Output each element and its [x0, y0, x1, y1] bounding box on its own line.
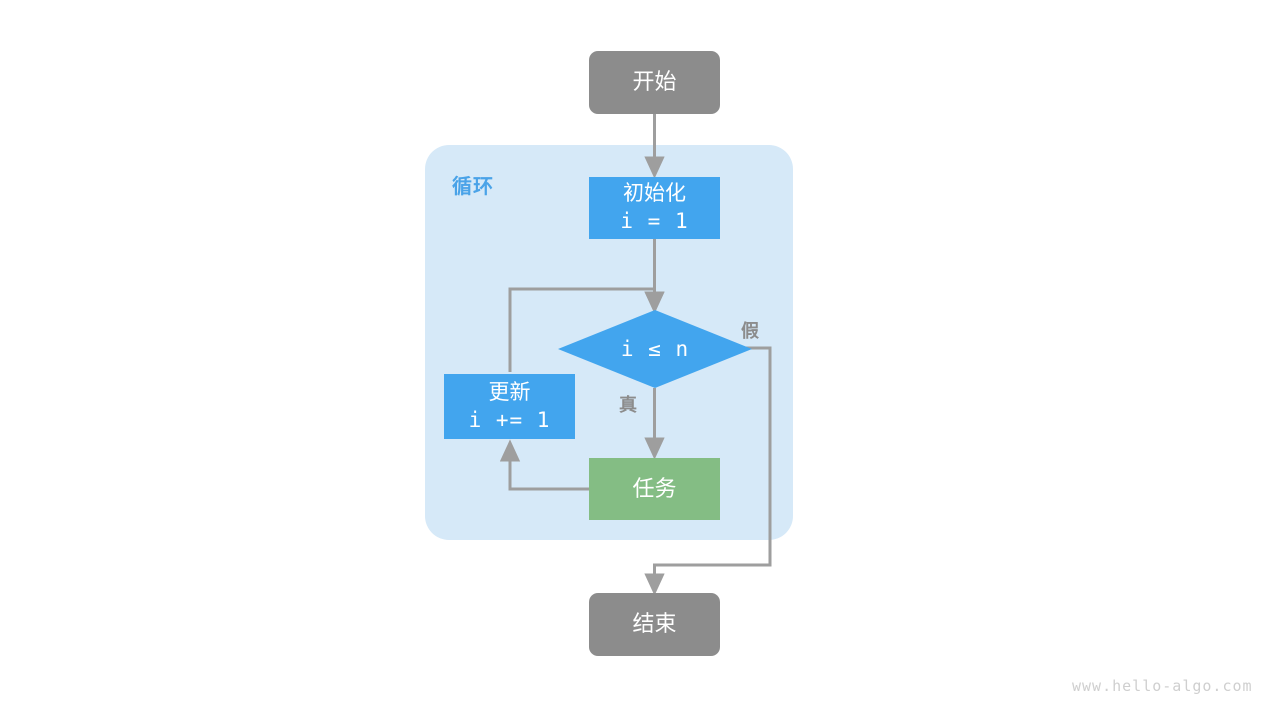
edge-task-to-update	[499, 439, 589, 491]
edge-update-to-condition	[508, 287, 665, 372]
loop-container-label: 循环	[452, 176, 494, 198]
diamond-shape	[558, 310, 752, 388]
node-task[interactable]: 任务	[589, 458, 720, 520]
node-initialize-label-bottom: i = 1	[620, 209, 689, 233]
node-start-label: 开始	[632, 69, 677, 95]
watermark: www.hello-algo.com	[1072, 677, 1253, 695]
node-task-label: 任务	[632, 475, 677, 501]
edge-label-true: 真	[619, 395, 637, 415]
node-condition-label: i ≤ n	[620, 337, 690, 361]
edge-condition-to-end	[644, 346, 772, 596]
node-update-label-bottom: i += 1	[468, 407, 551, 432]
node-initialize[interactable]: 初始化 i = 1	[589, 177, 720, 239]
node-start[interactable]: 开始	[589, 51, 720, 114]
node-end[interactable]: 结束	[589, 593, 720, 656]
node-end-label: 结束	[632, 611, 677, 637]
node-update-label-top: 更新	[488, 380, 531, 404]
node-initialize-label-top: 初始化	[623, 182, 686, 206]
node-condition[interactable]	[558, 310, 752, 388]
node-update[interactable]: 更新 i += 1	[444, 374, 575, 439]
edge-label-false: 假	[741, 321, 759, 341]
